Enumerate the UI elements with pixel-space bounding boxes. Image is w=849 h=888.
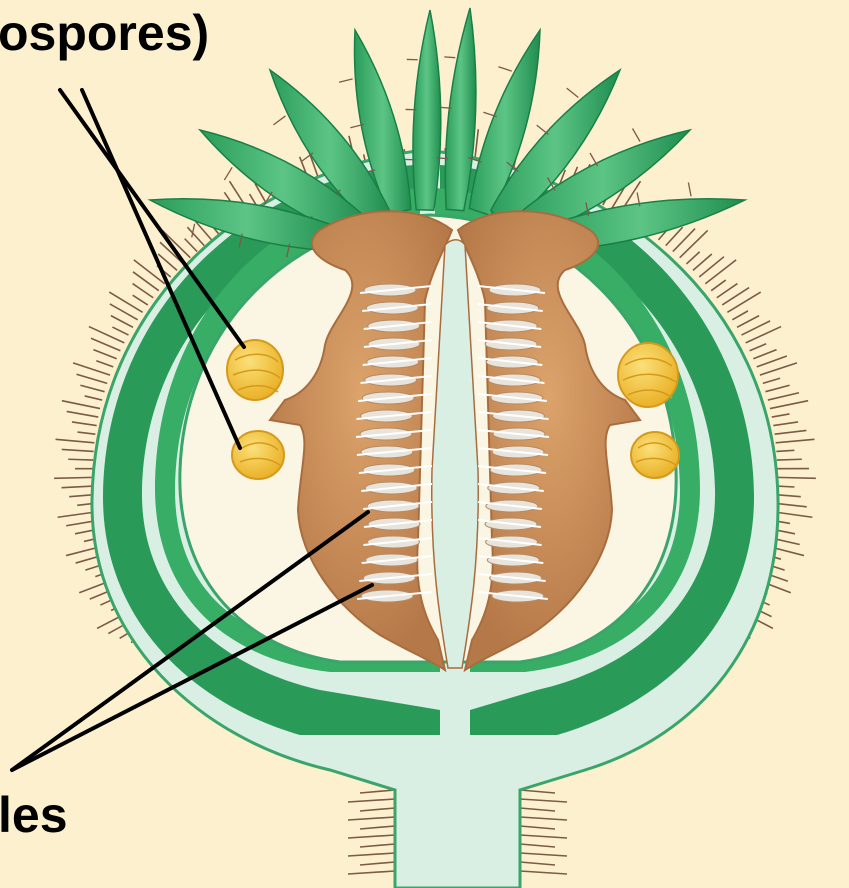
hair [760,363,797,375]
hair [775,503,807,507]
hair [67,411,99,417]
hair [776,450,794,451]
hair [360,826,395,829]
hair [520,844,555,847]
hair [774,512,813,517]
hair [520,871,567,874]
hair [73,363,110,375]
hair [348,799,395,802]
hair [273,116,285,125]
hair [112,327,128,335]
hair [498,67,511,71]
hair [768,393,799,400]
label-microspores: ospores) [0,8,209,58]
hair [437,158,448,159]
hair [777,477,816,478]
hair [348,835,395,838]
hair [770,401,808,409]
hair [133,284,154,298]
hair [133,272,159,291]
upper-bract-leaf [413,10,441,210]
hair [133,295,148,305]
hair [80,385,104,391]
hair [633,129,640,142]
hair [750,344,767,351]
hair [520,835,567,838]
hair [187,227,204,245]
label-ovules: les [0,790,68,840]
hair [693,254,712,270]
hair [680,230,708,257]
hair [737,316,759,328]
hair [77,374,108,383]
hair [360,844,395,847]
hair [705,260,736,284]
hair [62,449,94,451]
hair [520,808,555,811]
hair [54,477,93,478]
hair [717,284,738,298]
hair [775,430,807,434]
hair [753,350,776,359]
hair [56,439,95,442]
hair [62,486,94,488]
hair [62,401,100,409]
hair [78,432,96,434]
hair [567,88,579,97]
hair [72,422,97,426]
hair [732,311,748,320]
hair [776,495,801,497]
hair [699,257,724,277]
hair [520,790,555,793]
hair [520,862,555,865]
hair [520,817,567,820]
hair [757,356,787,367]
hair [360,862,395,865]
hair [763,378,780,383]
hair [348,817,395,820]
hair [773,422,798,426]
hair [765,385,789,391]
hair [727,292,760,312]
hair [96,361,113,367]
hair [520,853,567,856]
hair [520,799,567,802]
hair [69,495,94,497]
hair [339,79,353,82]
hair [360,790,395,793]
hair [686,252,699,264]
hair [537,125,549,134]
hair [673,229,695,252]
hair [348,853,395,856]
hair [68,459,93,460]
hair [746,327,781,343]
hair [772,414,790,417]
hair [85,396,103,400]
hair [111,316,133,328]
hair [688,183,691,197]
hair [441,107,452,108]
hair [360,808,395,811]
hair [109,292,142,312]
hair [185,239,198,252]
hair [348,871,395,874]
hair [776,439,815,442]
hair [711,280,726,291]
hair [777,486,795,487]
hair [58,512,97,517]
hair [93,350,116,359]
hair [91,338,120,351]
hair [224,167,232,180]
hair [777,459,802,460]
hair [520,826,555,829]
hair [444,57,455,58]
